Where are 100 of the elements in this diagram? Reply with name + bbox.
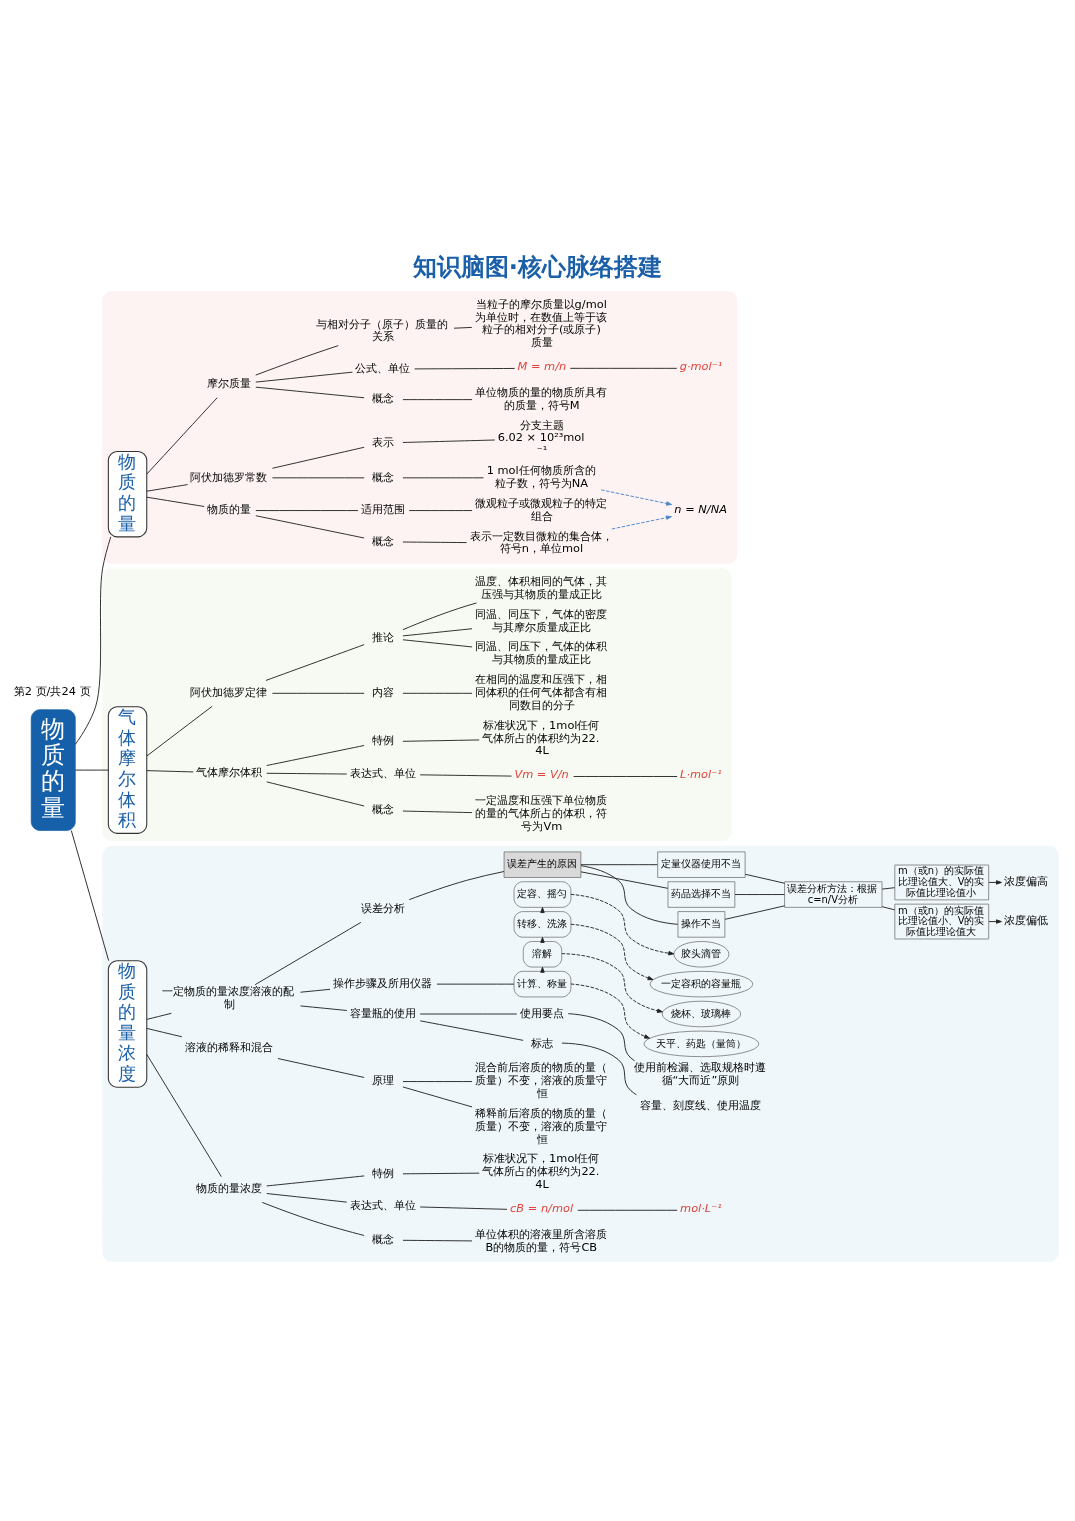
node-text: 使用前检漏、选取规格时遵循“大而近”原则 xyxy=(633,1060,766,1088)
connector xyxy=(402,692,473,694)
connector xyxy=(272,692,365,694)
node-text: 特例 xyxy=(372,733,395,748)
connector xyxy=(402,439,496,443)
node-text: 容量瓶的使用 xyxy=(349,1005,416,1020)
connector xyxy=(734,894,785,895)
node-box: 物质的量 xyxy=(30,709,76,831)
node-text: 混合前后溶质的物质的量（质量）不变，溶液的质量守恒 xyxy=(474,1060,607,1101)
connector xyxy=(580,871,669,889)
connector xyxy=(255,371,353,383)
node-text: 阿伏加德罗常数 xyxy=(190,469,268,484)
node-text: n = N/NA xyxy=(674,501,727,516)
node-text: 物质的量浓度 xyxy=(196,1181,263,1196)
node-text: 概念 xyxy=(372,802,395,817)
node-box: 定容、摇匀 xyxy=(513,881,572,908)
node-text: 单位体积的溶液里所含溶质B的物质的量，符号CB xyxy=(474,1226,607,1254)
connector xyxy=(261,1202,365,1236)
node-text: 使用要点 xyxy=(519,1005,564,1020)
connector xyxy=(402,541,468,544)
node-text: 推论 xyxy=(372,629,395,644)
node-text: 当粒子的摩尔质量以g/mol为单位时，在数值上等于该粒子的相对分子(或原子)质量 xyxy=(474,296,607,350)
connector xyxy=(74,536,112,745)
node-text: cB = n/mol xyxy=(510,1201,574,1216)
node-box: 误差产生的原因 xyxy=(503,851,582,878)
connector xyxy=(146,770,194,773)
node-text: L·mol⁻¹ xyxy=(680,767,722,782)
node-text: M = m/n xyxy=(517,359,567,374)
connector xyxy=(402,399,473,401)
node-text: 表达式、单位 xyxy=(349,1197,416,1212)
connector xyxy=(146,705,213,757)
connector xyxy=(266,1175,365,1187)
connector xyxy=(300,1005,348,1011)
connector xyxy=(402,1239,473,1242)
connector xyxy=(146,496,205,507)
node-box: 物质的量浓度 xyxy=(107,960,148,1088)
node-text: 概念 xyxy=(372,1231,395,1246)
connector xyxy=(266,1193,348,1203)
connector xyxy=(419,1020,524,1041)
connector xyxy=(266,781,365,807)
connector xyxy=(402,602,477,631)
connector xyxy=(146,1012,172,1020)
arrow xyxy=(561,953,663,1013)
connector xyxy=(573,776,678,777)
connector xyxy=(255,515,365,539)
connector xyxy=(265,644,365,681)
node-box: 药品选择不当 xyxy=(667,881,736,908)
node-text: 表示 xyxy=(372,434,395,449)
connector xyxy=(146,1053,222,1178)
connector xyxy=(146,484,189,492)
connector xyxy=(70,830,110,962)
connector xyxy=(255,345,339,376)
connector xyxy=(402,1172,480,1175)
cluster xyxy=(102,845,1059,1262)
arrow xyxy=(570,923,654,981)
arrow xyxy=(611,515,672,530)
node-text: 稀释前后溶质的物质的量（质量）不变，溶液的质量守恒 xyxy=(474,1105,607,1146)
node-text: 温度、体积相同的气体，其压强与其物质的量成正比 xyxy=(474,574,607,601)
node-text: 表示一定数目微粒的集合体，符号n，单位mol xyxy=(469,528,613,556)
node-text: 分支主题 6.02 × 10²³mol⁻¹ xyxy=(497,417,585,458)
connector xyxy=(255,510,359,511)
connector xyxy=(881,906,895,911)
node-text: 在相同的温度和压强下，相同体积的任何气体都含有相同数目的分子 xyxy=(474,672,607,712)
node-box: 物质的量 xyxy=(107,451,148,538)
node-text: 一定物质的量浓度溶液的配制 xyxy=(162,984,295,1012)
connector xyxy=(580,865,679,925)
connector xyxy=(402,739,480,742)
connector xyxy=(402,628,473,637)
node-text: 溶液的稀释和混合 xyxy=(184,1039,273,1054)
arrow xyxy=(570,893,675,956)
node-box: m（或n）的实际值比理论值大、V的实际值比理论值小 xyxy=(894,864,990,901)
connector xyxy=(402,1081,473,1082)
node-text: 公式、单位 xyxy=(355,360,411,375)
connector xyxy=(402,1086,473,1108)
node-text: 容量、刻度线、使用温度 xyxy=(639,1098,761,1113)
connector xyxy=(402,810,473,814)
arrow xyxy=(570,983,651,1039)
connector xyxy=(277,1058,365,1078)
connector xyxy=(419,774,512,777)
connector xyxy=(146,397,218,475)
connector xyxy=(436,983,515,985)
node-text: Vm = V/n xyxy=(514,767,569,782)
node-text: 一定温度和压强下单位物质的量的气体所占的体积，符号为Vm xyxy=(474,793,607,833)
connector xyxy=(567,1013,636,1062)
connector xyxy=(272,477,365,479)
node-text: 气体摩尔体积 xyxy=(196,764,263,779)
connector xyxy=(300,988,331,993)
arrow xyxy=(988,880,1002,885)
connector xyxy=(402,639,473,648)
connector xyxy=(724,905,785,920)
arrow xyxy=(988,919,1002,924)
connector xyxy=(266,772,348,775)
node-text: 表达式、单位 xyxy=(349,766,416,781)
node-text: 微观粒子或微观粒子的特定组合 xyxy=(474,495,607,523)
node-text: 同温、同压下，气体的体积与其物质的量成正比 xyxy=(474,639,607,667)
label: 第2 页/共24 页 xyxy=(13,684,91,699)
node-text: 概念 xyxy=(372,533,395,548)
node-text: 阿伏加德罗定律 xyxy=(190,685,268,699)
connector xyxy=(881,887,895,890)
node-text: 概念 xyxy=(372,391,395,406)
